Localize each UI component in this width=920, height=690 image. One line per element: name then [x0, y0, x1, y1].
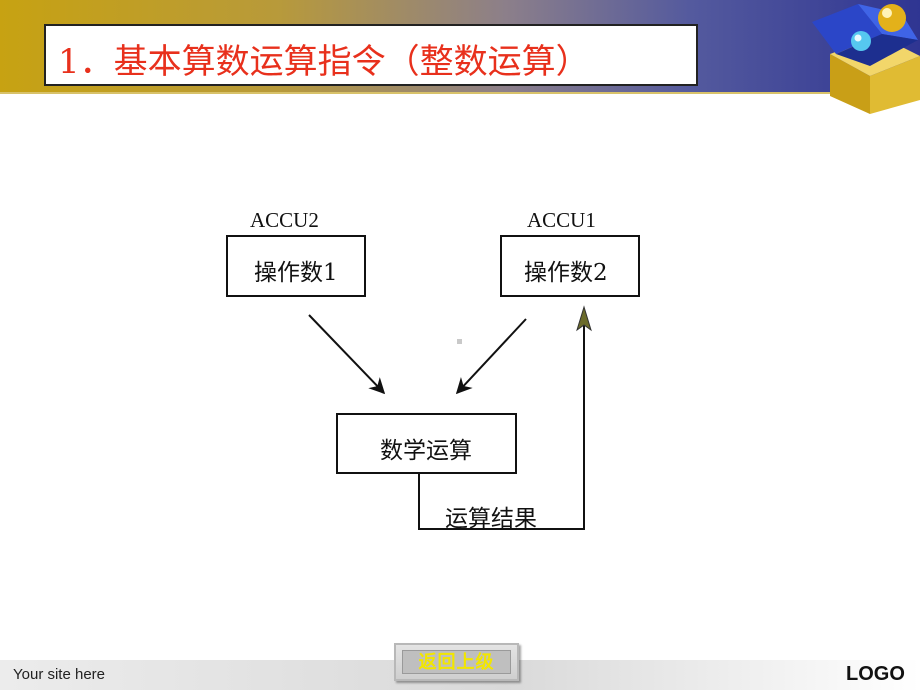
back-button-face: 返回上级 — [402, 650, 511, 674]
operand2-box: 操作数2 — [500, 235, 640, 297]
back-button-label: 返回上级 — [418, 652, 495, 673]
operation-box: 数学运算 — [336, 413, 517, 474]
accu2-label: ACCU2 — [250, 208, 319, 232]
footer-site-text: Your site here — [13, 666, 106, 683]
result-label: 运算结果 — [445, 506, 537, 532]
decorative-dot — [457, 339, 462, 344]
operand2-label: 操作数2 — [524, 260, 608, 286]
title-box: 1．基本算数运算指令（整数运算） — [44, 24, 698, 86]
operand1-box: 操作数1 — [226, 235, 366, 297]
operation-label: 数学运算 — [380, 438, 472, 464]
arrow-operand1-to-operation — [308, 314, 386, 395]
footer-logo-text: LOGO — [846, 663, 905, 685]
result-arrowhead — [576, 305, 592, 332]
result-path-line — [418, 322, 585, 530]
accu1-label: ACCU1 — [527, 208, 596, 232]
header-divider — [0, 92, 840, 94]
cube-logo-icon — [812, 4, 920, 114]
operand1-label: 操作数1 — [254, 260, 338, 286]
page-title: 1．基本算数运算指令（整数运算） — [58, 42, 590, 82]
back-button[interactable]: 返回上级 — [394, 643, 519, 681]
arrow-operand2-to-operation — [455, 318, 527, 395]
